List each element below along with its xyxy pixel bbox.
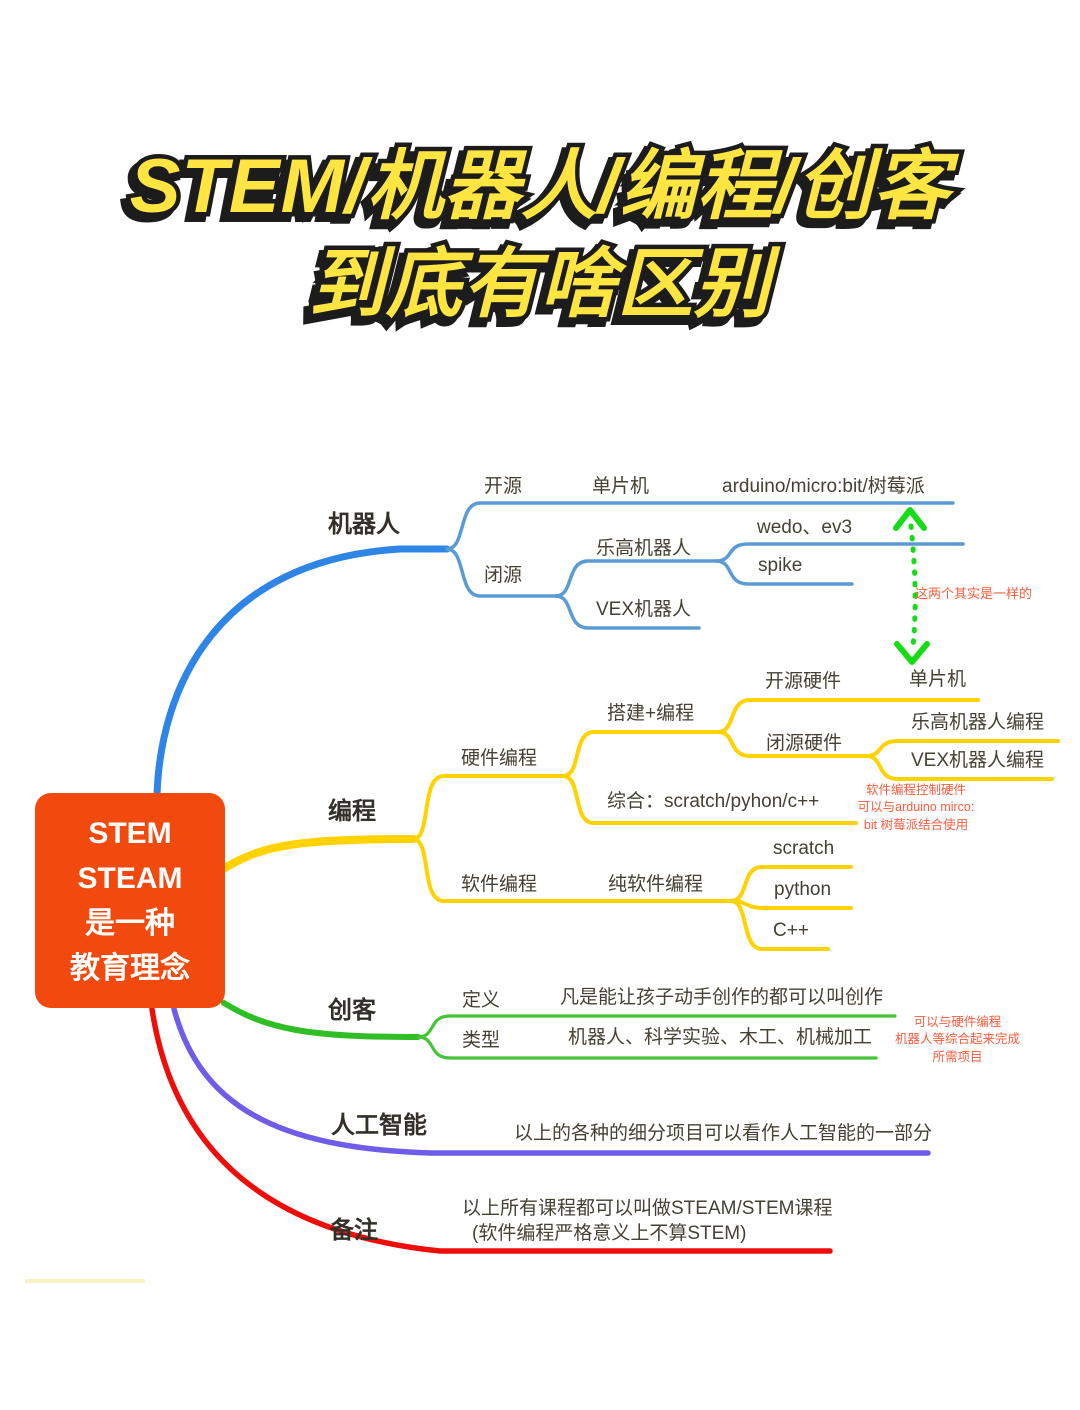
edge-coding-python <box>729 899 853 910</box>
coding-note-line2: 可以与arduino mirco: <box>857 800 975 815</box>
edge-coding-software <box>411 837 733 903</box>
branch-robot-label: 机器人 <box>328 511 400 538</box>
title-line2: 到底有啥区别 <box>309 242 781 327</box>
robot-mcu-label: 单片机 <box>592 476 650 497</box>
edge-coding-closedhw <box>716 730 868 758</box>
title-line1-shadow: STEM/机器人/编程/创客 <box>125 149 954 234</box>
coding-closedhw-label: 闭源硬件 <box>766 733 843 754</box>
coding-legocode-label: 乐高机器人编程 <box>911 712 1045 733</box>
center-node-line4: 教育理念 <box>70 951 190 985</box>
edge-robot-wedo <box>714 542 965 563</box>
coding-software-label: 软件编程 <box>461 874 538 895</box>
maker-def-label: 定义 <box>462 990 501 1011</box>
center-node-line3: 是一种 <box>85 906 175 940</box>
arrow-down-icon <box>894 641 930 665</box>
coding-build-label: 搭建+编程 <box>607 703 695 724</box>
branch-remark-label: 备注 <box>330 1217 378 1244</box>
poster-title: STEM/机器人/编程/创客 STEM/机器人/编程/创客 到底有啥区别 到底有… <box>120 140 963 338</box>
maker-note-line1: 可以与硬件编程 <box>913 1015 1002 1029</box>
robot-open-label: 开源 <box>484 476 523 497</box>
center-node-line2: STEAM <box>77 861 183 895</box>
branch-ai-label: 人工智能 <box>331 1112 427 1139</box>
coding-note-line1: 软件编程控制硬件 <box>865 783 966 797</box>
coding-note-annotation: 软件编程控制硬件 可以与arduino mirco: bit 树莓派结合使用 <box>845 782 987 834</box>
edge-robot-spike <box>714 559 854 586</box>
maker-note-line2: 机器人等综合起来完成 <box>894 1032 1020 1047</box>
coding-mix-label: 综合：scratch/pyhon/c++ <box>607 791 820 812</box>
coding-pure-software-label: 纯软件编程 <box>608 874 704 895</box>
edge-coding-vexcode <box>864 754 1054 781</box>
maker-type-text: 机器人、科学实验、木工、机械加工 <box>568 1027 873 1048</box>
robot-wedo-ev3-label: wedo、ev3 <box>757 517 853 538</box>
robot-lego-label: 乐高机器人 <box>596 538 692 559</box>
edge-robot-lego <box>554 559 718 598</box>
edge-coding-cpp <box>729 899 830 951</box>
maker-type-label: 类型 <box>462 1030 501 1051</box>
remark-line2: (软件编程严格意义上不算STEM) <box>472 1223 747 1244</box>
coding-hardware-label: 硬件编程 <box>461 748 538 769</box>
coding-lang-scratch-label: scratch <box>773 838 835 859</box>
edge-robot-main <box>153 545 451 800</box>
center-node: STEM STEAM 是一种 教育理念 <box>35 793 225 1008</box>
coding-note-line3: bit 树莓派结合使用 <box>863 817 969 832</box>
edge-ai-main <box>171 1006 931 1156</box>
coding-lang-python-label: python <box>774 879 832 900</box>
maker-note-line3: 所需项目 <box>932 1049 983 1064</box>
faint-highlight-bar <box>25 1279 145 1283</box>
robot-spike-label: spike <box>758 555 803 576</box>
coding-lang-cpp-label: C++ <box>773 920 809 941</box>
arrow-up-icon <box>893 507 927 531</box>
edge-coding-main <box>221 835 417 872</box>
remark-line1: 以上所有课程都可以叫做STEAM/STEM课程 <box>462 1198 833 1219</box>
coding-openhw-mcu-label: 单片机 <box>909 669 967 690</box>
edge-maker-main <box>221 1000 421 1040</box>
edge-robot-closed <box>445 547 558 598</box>
coding-vexcode-label: VEX机器人编程 <box>911 750 1045 771</box>
edge-robot-open <box>445 501 955 551</box>
edge-coding-hardware <box>411 774 565 841</box>
center-node-line1: STEM <box>88 816 172 850</box>
edge-coding-mix <box>561 774 858 825</box>
edge-coding-build <box>561 730 720 778</box>
ai-text: 以上的各种的细分项目可以看作人工智能的一部分 <box>514 1123 933 1144</box>
robot-vex-label: VEX机器人 <box>596 599 692 620</box>
title-line2-shadow: 到底有啥区别 <box>304 247 776 332</box>
robot-closed-label: 闭源 <box>484 565 523 586</box>
maker-note-annotation: 可以与硬件编程 机器人等综合起来完成 所需项目 <box>880 1014 1035 1066</box>
robot-mcu-detail-label: arduino/micro:bit/树莓派 <box>722 476 925 497</box>
same-note-annotation: 这两个其实是一样的 <box>915 586 1033 601</box>
coding-openhw-label: 开源硬件 <box>765 671 842 692</box>
title-line1: STEM/机器人/编程/创客 <box>130 144 959 229</box>
branch-maker-label: 创客 <box>328 997 376 1024</box>
maker-def-text: 凡是能让孩子动手创作的都可以叫创作 <box>560 987 884 1008</box>
edge-robot-vex <box>554 594 701 630</box>
edge-remark-main <box>149 1006 833 1254</box>
edge-maker-type <box>416 1035 878 1060</box>
branch-coding-label: 编程 <box>328 798 376 825</box>
same-link-dashed-line <box>908 523 918 649</box>
